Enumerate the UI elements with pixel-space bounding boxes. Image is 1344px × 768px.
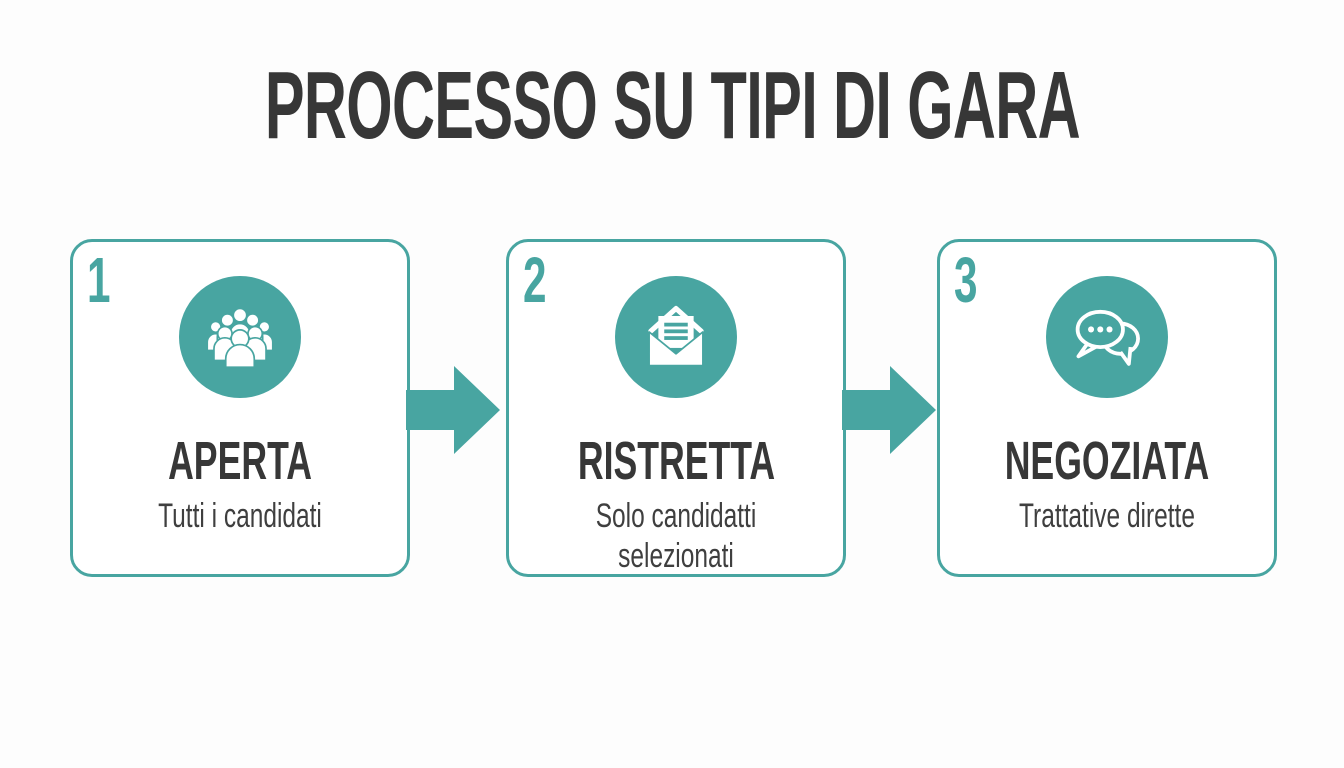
icon-circle — [615, 276, 737, 398]
step-card-negoziata: 3 NEGOZIATA Trattative dirette — [937, 239, 1277, 577]
icon-circle — [179, 276, 301, 398]
open-envelope-icon — [648, 305, 704, 367]
step-number: 3 — [954, 244, 978, 316]
step-label: APERTA — [168, 431, 312, 491]
step-card-aperta: 1 — [70, 239, 410, 577]
step-description: Solo candidatti selezionati — [595, 497, 757, 576]
chat-bubbles-icon — [1075, 309, 1140, 366]
step-number: 2 — [523, 244, 547, 316]
step-label: RISTRETTA — [577, 431, 775, 491]
step-description: Trattative dirette — [1019, 497, 1195, 535]
page-title-text: PROCESSO SU TIPI DI GARA — [264, 52, 1080, 159]
step-card-ristretta: 2 RISTRETTA Solo candidatti selezionati — [506, 239, 846, 577]
step-description: Tutti i candidati — [158, 497, 322, 535]
icon-circle — [1046, 276, 1168, 398]
arrow-right-icon — [406, 366, 500, 454]
arrow-right-icon — [842, 366, 936, 454]
page-title: PROCESSO SU TIPI DI GARA — [0, 58, 1344, 154]
people-group-icon — [206, 307, 274, 369]
step-label: NEGOZIATA — [1004, 431, 1210, 491]
step-number: 1 — [87, 244, 111, 316]
